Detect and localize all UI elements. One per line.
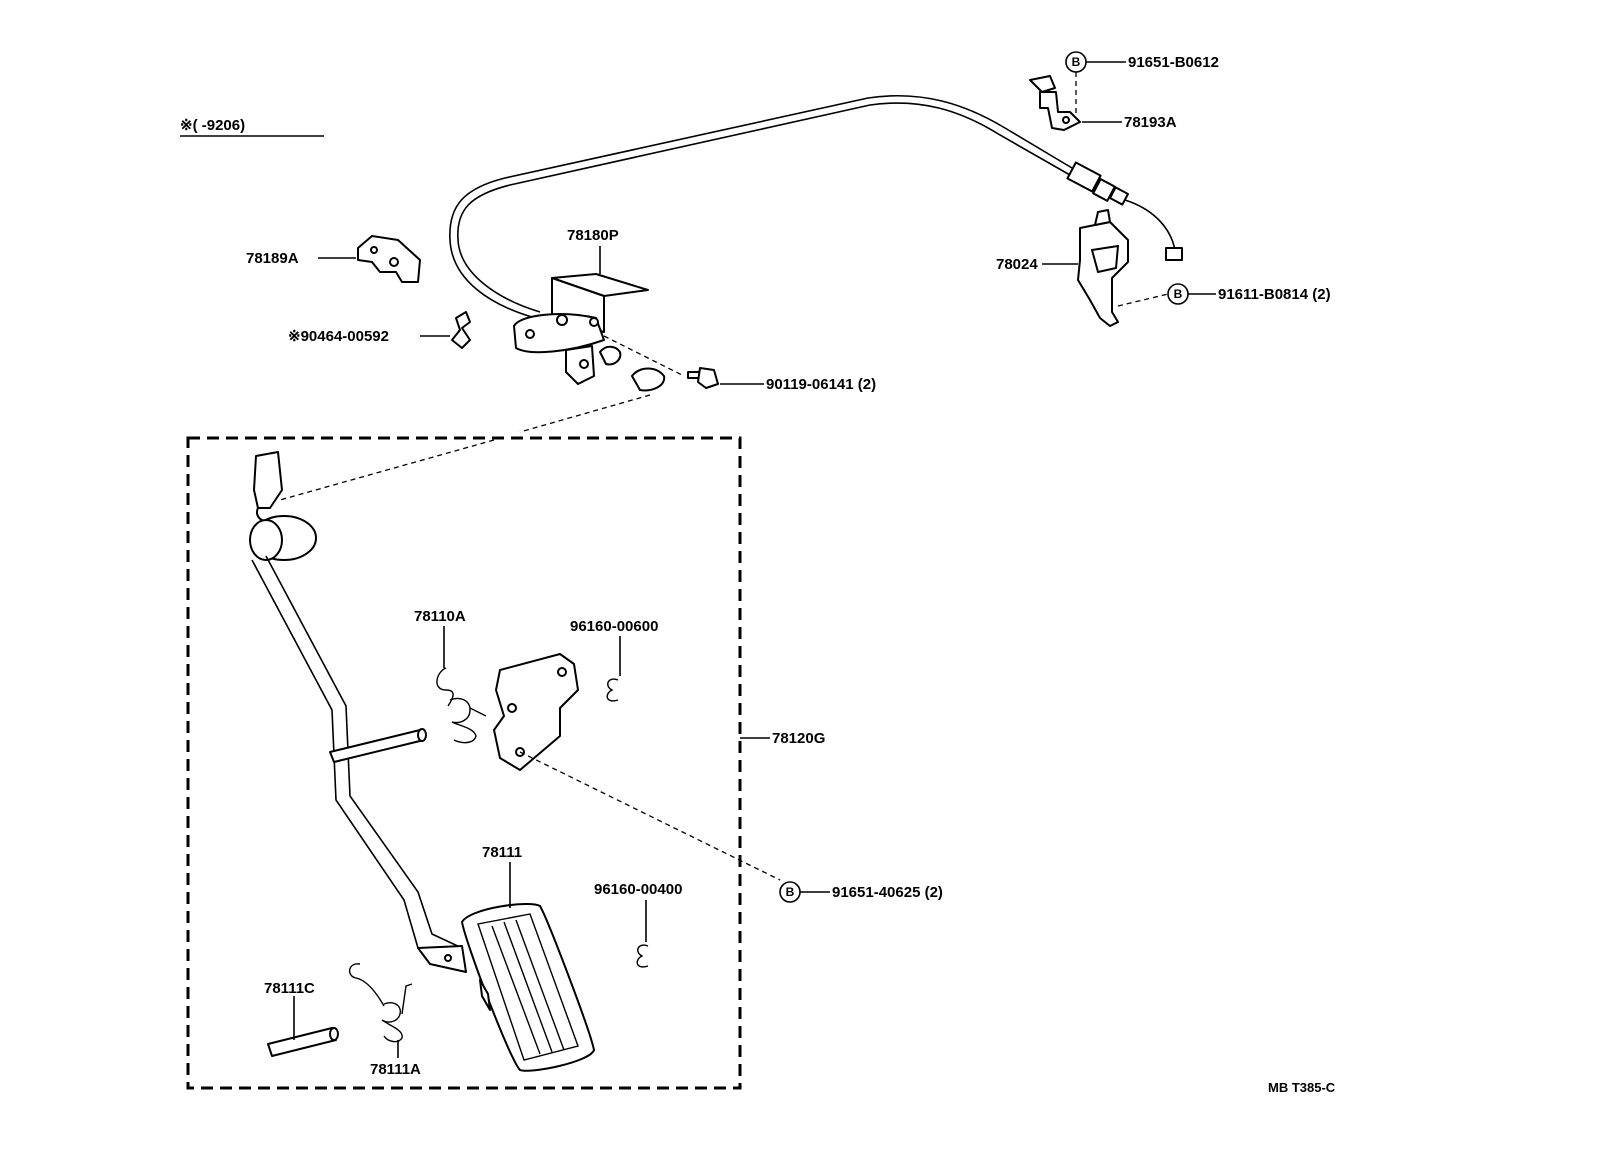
label-78180p: 78180P (567, 227, 619, 244)
production-range-label: ※( -9206) (180, 117, 245, 134)
leader-91651-40625-dash (519, 751, 781, 881)
eclip-96160-00600 (606, 678, 619, 702)
accelerator-cable (457, 102, 1071, 313)
bracket-78180p (513, 273, 666, 392)
pivot-rod (329, 728, 427, 763)
cable-adjuster (1066, 161, 1183, 261)
leader-90119-dash (603, 335, 685, 377)
pedal-pad-78111 (461, 903, 595, 1072)
label-78120g: 78120G (772, 730, 825, 747)
spring-78110a (436, 667, 487, 744)
pedal-arm (249, 451, 467, 973)
label-91651-b0612: 91651-B0612 (1128, 54, 1219, 71)
label-78111c: 78111C (264, 980, 315, 997)
cable-link-dash (279, 439, 495, 501)
clip-90464 (451, 311, 471, 349)
diagram-code: MB T385-C (1268, 1080, 1336, 1095)
label-91651-40625: 91651-40625 (2) (832, 884, 943, 901)
label-90119-06141: 90119-06141 (2) (766, 376, 876, 393)
clip-78193a (1029, 75, 1081, 131)
leader-91611-dash (1117, 293, 1169, 307)
cable-link-dash-top (519, 394, 651, 433)
label-91611-b0814: 91611-B0814 (2) (1218, 286, 1331, 303)
assembly-78120g-box (186, 436, 742, 1090)
label-78111: 78111 (482, 844, 522, 861)
bolt-marker-b3-text: B (786, 885, 795, 899)
bolt-90119 (687, 367, 719, 389)
accelerator-cable-outer (449, 95, 1073, 319)
eclip-96160-00400 (636, 944, 649, 968)
bolt-marker-b2-text: B (1174, 287, 1183, 301)
label-96160-00600: 96160-00600 (570, 618, 658, 635)
label-78189a: 78189A (246, 250, 299, 267)
part-78189a (357, 235, 421, 283)
pedal-bracket-plate (493, 653, 579, 771)
label-78024: 78024 (996, 256, 1038, 273)
bracket-78024 (1077, 209, 1129, 327)
bolt-marker-b-text: B (1072, 55, 1081, 69)
label-96160-00400: 96160-00400 (594, 881, 682, 898)
label-78110a: 78110A (414, 608, 466, 625)
label-90464-00592: ※90464-00592 (288, 328, 389, 345)
label-78111a: 78111A (370, 1061, 421, 1078)
pin-78111c (267, 1027, 339, 1057)
label-78193a: 78193A (1124, 114, 1177, 131)
spring-78111a (349, 963, 413, 1043)
